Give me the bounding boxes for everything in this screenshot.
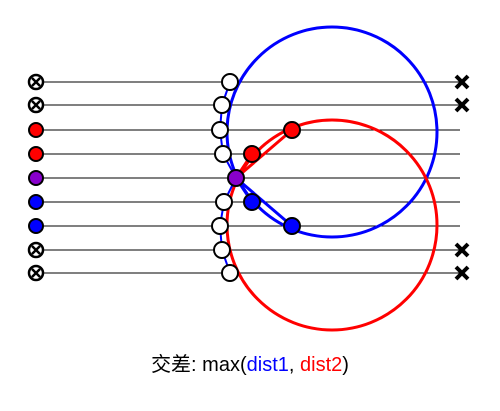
- blue-spoke: [235, 176, 293, 228]
- legend-dot-purple: [28, 170, 44, 186]
- end-x-marker: [454, 265, 470, 281]
- legend-dot-blue: [28, 218, 44, 234]
- caption-suffix: ): [342, 354, 349, 376]
- caption-prefix: 交差: max(: [151, 354, 247, 376]
- side-dot-red: [283, 121, 301, 139]
- end-x-marker: [454, 74, 470, 90]
- caption-term-dist1: dist1: [246, 354, 289, 376]
- center-dot-white: [211, 217, 229, 235]
- center-dot-white: [213, 241, 231, 259]
- center-dot-white: [214, 145, 232, 163]
- intersection-diagram: [27, 25, 470, 332]
- red-spoke: [235, 128, 293, 180]
- center-dot-white: [221, 73, 239, 91]
- side-dot-red: [243, 145, 261, 163]
- side-dot-blue: [283, 217, 301, 235]
- legend-cross-stroke: [31, 268, 41, 278]
- center-dot-white: [211, 121, 229, 139]
- side-dot-blue: [243, 193, 261, 211]
- center-dot-white: [213, 96, 231, 114]
- center-dot-white: [221, 264, 239, 282]
- legend-cross-stroke: [31, 100, 41, 110]
- center-dot-purple: [227, 169, 245, 187]
- legend-cross-stroke: [31, 77, 41, 87]
- legend-dot-red: [28, 146, 44, 162]
- legend-cross-stroke: [31, 245, 41, 255]
- center-dot-white: [215, 193, 233, 211]
- legend-dot-blue: [28, 194, 44, 210]
- legend-dot-red: [28, 122, 44, 138]
- end-x-marker: [454, 97, 470, 113]
- end-x-marker: [454, 242, 470, 258]
- caption: 交差: max(dist1, dist2): [0, 348, 500, 377]
- caption-separator: ,: [288, 354, 300, 376]
- caption-term-dist2: dist2: [300, 354, 343, 376]
